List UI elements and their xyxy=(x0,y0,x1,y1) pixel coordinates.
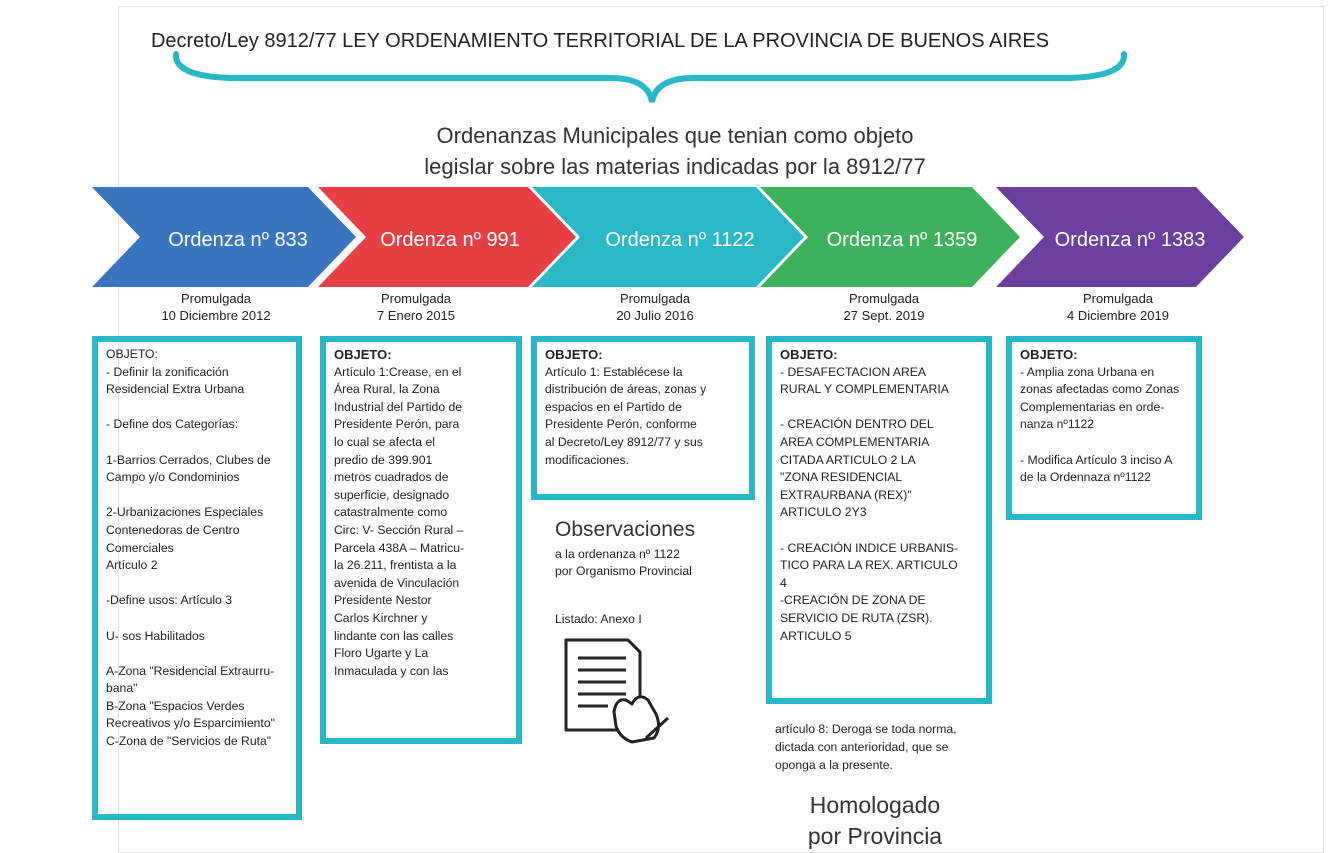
listado-anexo: Listado: Anexo I xyxy=(555,612,642,626)
page-title: Decreto/Ley 8912/77 LEY ORDENAMIENTO TER… xyxy=(150,30,1050,52)
promulgada-label: Promulgada xyxy=(180,291,252,306)
objeto-box-1383: OBJETO: - Amplia zona Urbana en zonas af… xyxy=(1006,336,1202,520)
promulgada-833: Promulgada 10 Diciembre 2012 xyxy=(106,290,326,324)
promulgada-1122: Promulgada 20 Julio 2016 xyxy=(545,290,765,324)
objeto-text: Artículo 1: Establécese la distribución … xyxy=(545,364,707,467)
arrow-ordenanza-833 xyxy=(92,187,356,287)
promulgada-label: Promulgada xyxy=(848,291,920,306)
promulgada-date: 7 Enero 2015 xyxy=(376,308,456,323)
articulo-8-text: artículo 8: Deroga se toda norma, dictad… xyxy=(775,722,957,772)
timeline-arrows xyxy=(92,187,1244,287)
homologado-text: Homologado por Provincia xyxy=(807,792,943,849)
curly-brace-icon xyxy=(173,51,1127,103)
arrow-ordenanza-1359 xyxy=(760,187,1020,287)
document-hand-icon xyxy=(564,638,670,744)
ordenanza-label-1359: Ordenza nº 1359 xyxy=(826,229,978,251)
subtitle-line-1: Ordenanzas Municipales que tenian como o… xyxy=(436,123,914,148)
objeto-head: OBJETO: xyxy=(780,347,838,362)
promulgada-1359: Promulgada 27 Sept. 2019 xyxy=(774,290,994,324)
objeto-box-991: OBJETO: Artículo 1:Crease, en el Área Ru… xyxy=(320,336,522,744)
arrow-ordenanza-1383 xyxy=(996,187,1244,287)
objeto-head: OBJETO: xyxy=(1020,347,1078,362)
promulgada-date: 10 Diciembre 2012 xyxy=(161,308,271,323)
arrow-ordenanza-1122 xyxy=(532,187,804,287)
objeto-head: OBJETO: xyxy=(545,347,603,362)
promulgada-date: 20 Julio 2016 xyxy=(616,308,694,323)
subtitle: Ordenanzas Municipales que tenian como o… xyxy=(340,120,1010,182)
objeto-text: Artículo 1:Crease, en el Área Rural, la … xyxy=(334,364,465,678)
promulgada-date: 27 Sept. 2019 xyxy=(843,308,925,323)
objeto-box-833: OBJETO: - Definir la zonificación Reside… xyxy=(92,336,302,820)
objeto-box-1122: OBJETO: Artículo 1: Establécese la distr… xyxy=(531,336,755,500)
objeto-head: OBJETO: xyxy=(334,347,392,362)
objeto-head: OBJETO: xyxy=(106,347,158,361)
observaciones-text: a la ordenanza nº 1122 por Organismo Pro… xyxy=(555,547,692,578)
ordenanza-label-833: Ordenza nº 833 xyxy=(168,229,308,251)
arrow-ordenanza-991 xyxy=(318,187,576,287)
promulgada-991: Promulgada 7 Enero 2015 xyxy=(306,290,526,324)
ordenanza-label-1122: Ordenza nº 1122 xyxy=(605,229,755,251)
promulgada-1383: Promulgada 4 Diciembre 2019 xyxy=(1008,290,1228,324)
subtitle-line-2: legislar sobre las materias indicadas po… xyxy=(424,154,926,179)
objeto-box-1359: OBJETO: - DESAFECTACION AREA RURAL Y COM… xyxy=(766,336,992,704)
objeto-text: - Definir la zonificación Residencial Ex… xyxy=(106,364,275,749)
observaciones-title: Observaciones xyxy=(555,518,696,541)
promulgada-label: Promulgada xyxy=(619,291,691,306)
promulgada-label: Promulgada xyxy=(1082,291,1154,306)
ordenanza-label-1383: Ordenza nº 1383 xyxy=(1054,229,1206,251)
promulgada-label: Promulgada xyxy=(380,291,452,306)
promulgada-date: 4 Diciembre 2019 xyxy=(1067,308,1169,323)
ordenanza-label-991: Ordenza nº 991 xyxy=(380,229,520,251)
objeto-text: - DESAFECTACION AREA RURAL Y COMPLEMENTA… xyxy=(780,364,959,643)
objeto-text: - Amplia zona Urbana en zonas afectadas … xyxy=(1020,364,1180,485)
